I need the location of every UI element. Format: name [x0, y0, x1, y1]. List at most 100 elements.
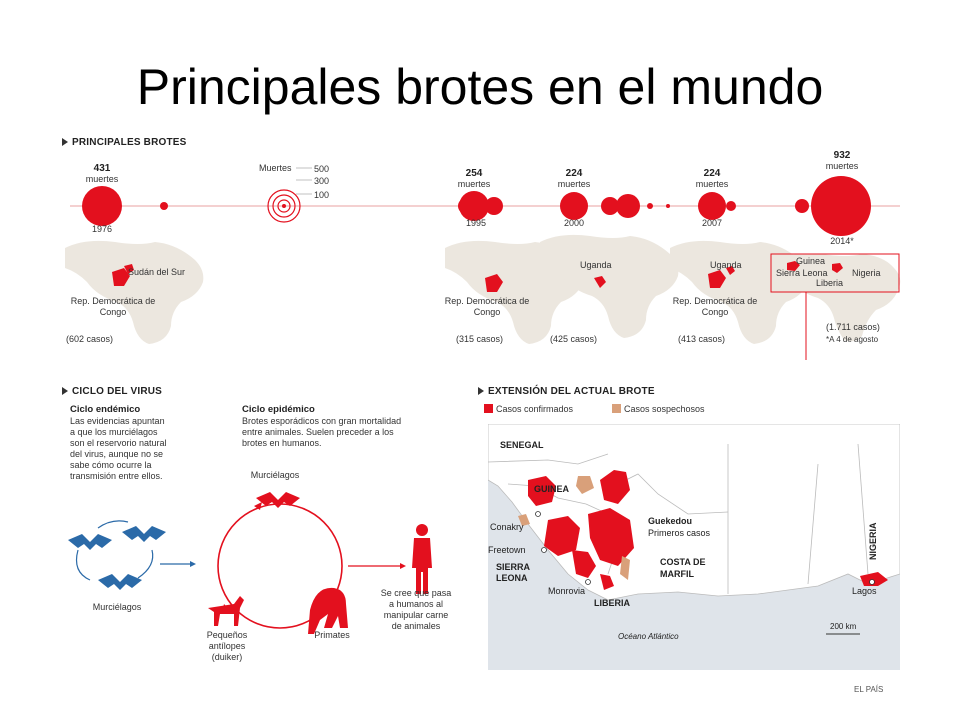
section-principales-brotes: PRINCIPALES BROTES	[62, 137, 187, 148]
cases-1976: (602 casos)	[66, 334, 114, 344]
label-senegal: SENEGAL	[500, 440, 544, 450]
africa-silhouette-2014	[772, 253, 901, 342]
label-line: antílopes	[208, 641, 246, 651]
label-line: COSTA DE	[660, 557, 706, 567]
label-line: Pequeños	[206, 630, 248, 640]
africa-silhouette-2007	[670, 240, 809, 344]
timeline-graphic	[65, 167, 901, 360]
region-sudan-1976: Sudán del Sur	[128, 267, 186, 277]
bat-icon	[98, 574, 142, 590]
label-scale: 200 km	[830, 622, 857, 631]
guinea-region	[600, 470, 630, 504]
bat-icon	[122, 526, 166, 542]
endemic-line: a que los murciélagos	[70, 427, 158, 437]
legend-circle-100	[277, 199, 291, 213]
triangle-icon	[62, 387, 68, 395]
label-costa-marfil: COSTA DE MARFIL	[660, 556, 706, 580]
highlight-uganda-2000	[594, 276, 606, 288]
legend-suspected: Casos sospechosos	[612, 404, 705, 415]
label-line: manipular carne	[383, 610, 449, 620]
deaths-unit-2014: muertes	[825, 161, 859, 171]
cases-2014: (1.711 casos)	[826, 322, 880, 332]
legend-label: Casos sospechosos	[624, 404, 705, 414]
bubble-1976	[82, 186, 122, 226]
label-line: de animales	[391, 621, 441, 631]
bat-icon-red	[256, 492, 300, 508]
label-line: a humanos al	[388, 599, 444, 609]
bubble-2014	[811, 176, 871, 236]
bubble-small	[485, 197, 503, 215]
bubble-small	[601, 197, 619, 215]
section-ciclo-virus: CICLO DEL VIRUS	[62, 386, 162, 397]
cases-2000: (425 casos)	[550, 334, 598, 344]
label-line: (duiker)	[211, 652, 243, 662]
legend-confirmed: Casos confirmados	[484, 404, 573, 415]
label-primates: Primates	[314, 630, 350, 640]
region-uganda-2000: Uganda	[580, 260, 612, 270]
bubble-2007	[698, 192, 726, 220]
label-monrovia: Monrovia	[548, 586, 586, 596]
country-guinea: Guinea	[796, 256, 826, 266]
guinea-forest-region	[588, 508, 634, 566]
primate-icon	[308, 587, 348, 634]
arrow-head-icon	[254, 502, 262, 510]
bubble-small	[726, 201, 736, 211]
cases-1995: (315 casos)	[456, 334, 504, 344]
suspected-region	[576, 476, 594, 494]
endemic-line: sabe cómo ocurre la	[70, 460, 152, 470]
label-ocean: Océano Atlántico	[618, 632, 679, 641]
highlight-nigeria-2014	[832, 263, 843, 273]
highlight-guinea-2014	[787, 261, 800, 271]
section-title: EXTENSIÓN DEL ACTUAL BROTE	[488, 386, 655, 397]
liberia-region	[600, 574, 614, 590]
label-line: LEONA	[496, 573, 528, 583]
region-uganda-2007: Uganda	[710, 260, 742, 270]
note-2014: *A 4 de agosto	[826, 335, 879, 344]
epidemic-line: entre animales. Suelen preceder a los	[242, 427, 394, 437]
highlight-congo-2007	[708, 270, 726, 288]
slide-title: Principales brotes en el mundo	[136, 59, 824, 115]
guinea-region	[528, 476, 556, 506]
label-freetown: Freetown	[488, 545, 526, 555]
legend-circle-center	[282, 204, 286, 208]
epidemic-title: Ciclo epidémico	[242, 404, 315, 415]
bubble-1995	[459, 191, 489, 221]
bubble-small	[160, 202, 168, 210]
bubble-small	[616, 194, 640, 218]
endemic-arrow	[75, 549, 91, 581]
label-bats-top: Murciélagos	[250, 470, 300, 480]
endemic-arrow	[137, 549, 154, 579]
nigeria-region	[860, 572, 888, 586]
africa-silhouette-1995	[445, 240, 584, 344]
sierra-leone-region	[544, 516, 580, 556]
year-1995: 1995	[465, 218, 487, 228]
endemic-text: Las evidencias apuntan a que los murciél…	[70, 416, 240, 482]
credit: EL PAÍS	[854, 685, 884, 694]
country-liberia: Liberia	[816, 278, 844, 288]
triangle-icon	[478, 387, 484, 395]
label-guekedou: Guekedou	[648, 516, 693, 526]
city-marker-lagos	[869, 579, 875, 585]
section-title: CICLO DEL VIRUS	[72, 386, 163, 397]
endemic-title: Ciclo endémico	[70, 404, 141, 415]
label-line: SIERRA	[496, 562, 531, 572]
label-bats-left: Murciélagos	[92, 602, 142, 612]
arrow-head-icon	[190, 561, 196, 567]
bat-icon	[68, 534, 112, 550]
city-marker-freetown	[541, 547, 547, 553]
highlight-congo-1995	[485, 274, 503, 292]
deaths-2014: 932	[833, 150, 851, 161]
deaths-unit-2000: muertes	[557, 179, 591, 189]
suspected-region	[620, 556, 630, 580]
human-icon	[412, 538, 432, 594]
highlight-sudan-1976	[124, 264, 134, 274]
section-extension-brote: EXTENSIÓN DEL ACTUAL BROTE	[478, 386, 655, 397]
label-humans: Se cree que pasa a humanos al manipular …	[370, 588, 462, 632]
legend-label: Casos confirmados	[496, 404, 574, 414]
label-primeros-casos: Primeros casos	[648, 528, 711, 538]
deaths-1976: 431	[93, 163, 111, 174]
label-liberia: LIBERIA	[594, 598, 630, 608]
region-congo-2007: Rep. Democrática de Congo	[672, 296, 758, 317]
deaths-unit-1976: muertes	[85, 174, 119, 184]
arrow-head-icon	[400, 563, 406, 569]
